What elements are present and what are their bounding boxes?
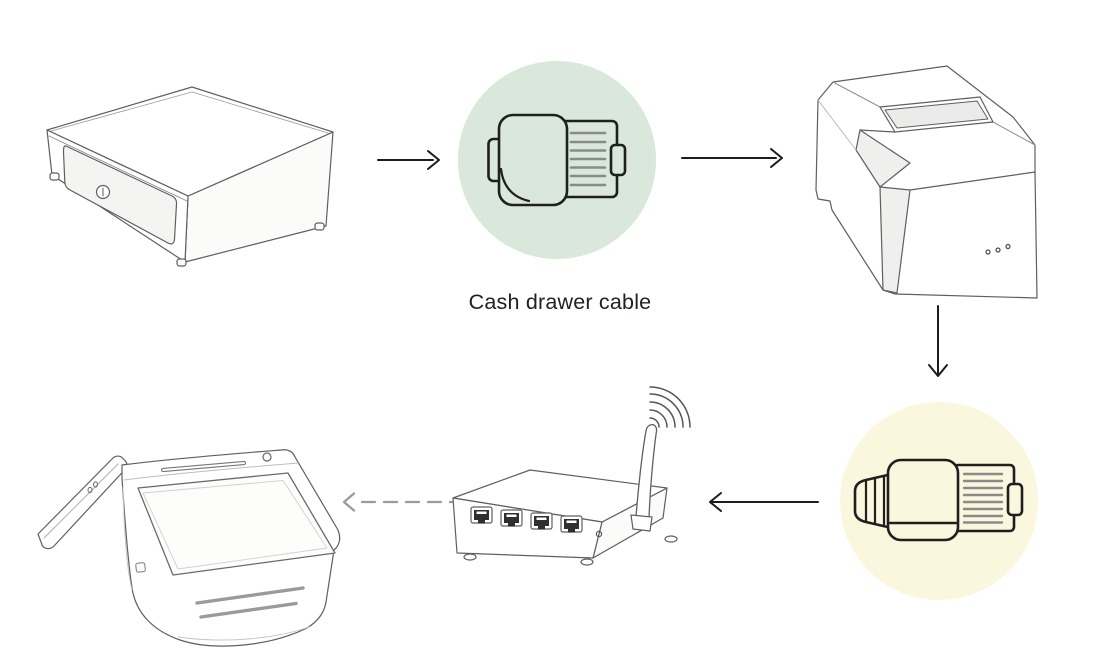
camera-icon: [262, 452, 272, 462]
ethernet-port: [470, 506, 493, 524]
antenna: [630, 423, 658, 532]
cash-drawer-cable-badge: [458, 61, 656, 259]
router-led: [595, 530, 603, 538]
cash-drawer-cable-connector-icon: [487, 113, 627, 207]
receipt-printer-drawing: [815, 65, 1038, 299]
ethernet-port: [500, 509, 523, 527]
wifi-router-drawing: [452, 386, 691, 566]
arrow-printer-to-ethernet: [928, 305, 948, 377]
card-reader-slot: [160, 460, 247, 473]
connector-pins: [569, 131, 607, 187]
ethernet-port: [530, 512, 553, 530]
customer-display-flap: [37, 455, 128, 550]
wifi-router-illustration: [446, 386, 704, 567]
receipt-printer-illustration: [798, 58, 1046, 300]
ethernet-ports: [470, 506, 583, 533]
ethernet-port: [560, 515, 583, 533]
arrow-cash-drawer-to-cable: [377, 150, 440, 170]
pos-terminal-drawing: [37, 449, 341, 647]
wifi-waves-icon: [649, 386, 691, 428]
status-led-dots: [985, 243, 1011, 255]
cash-drawer-cable-label: Cash drawer cable: [468, 290, 652, 314]
arrow-ethernet-to-router: [709, 492, 819, 512]
cash-drawer-illustration: [40, 84, 340, 270]
nfc-mark: [135, 562, 146, 573]
receipt-slot: [195, 586, 305, 619]
arrow-router-to-pos-dashed: [342, 492, 465, 512]
pos-terminal-illustration: [28, 440, 358, 658]
ethernet-cable-connector-icon: [853, 458, 1023, 541]
touchscreen: [137, 472, 336, 576]
cash-drawer-drawing: [46, 86, 334, 267]
ethernet-cable-badge: [840, 402, 1038, 600]
connector-pins: [962, 472, 1003, 524]
arrow-cable-to-printer: [681, 148, 783, 168]
